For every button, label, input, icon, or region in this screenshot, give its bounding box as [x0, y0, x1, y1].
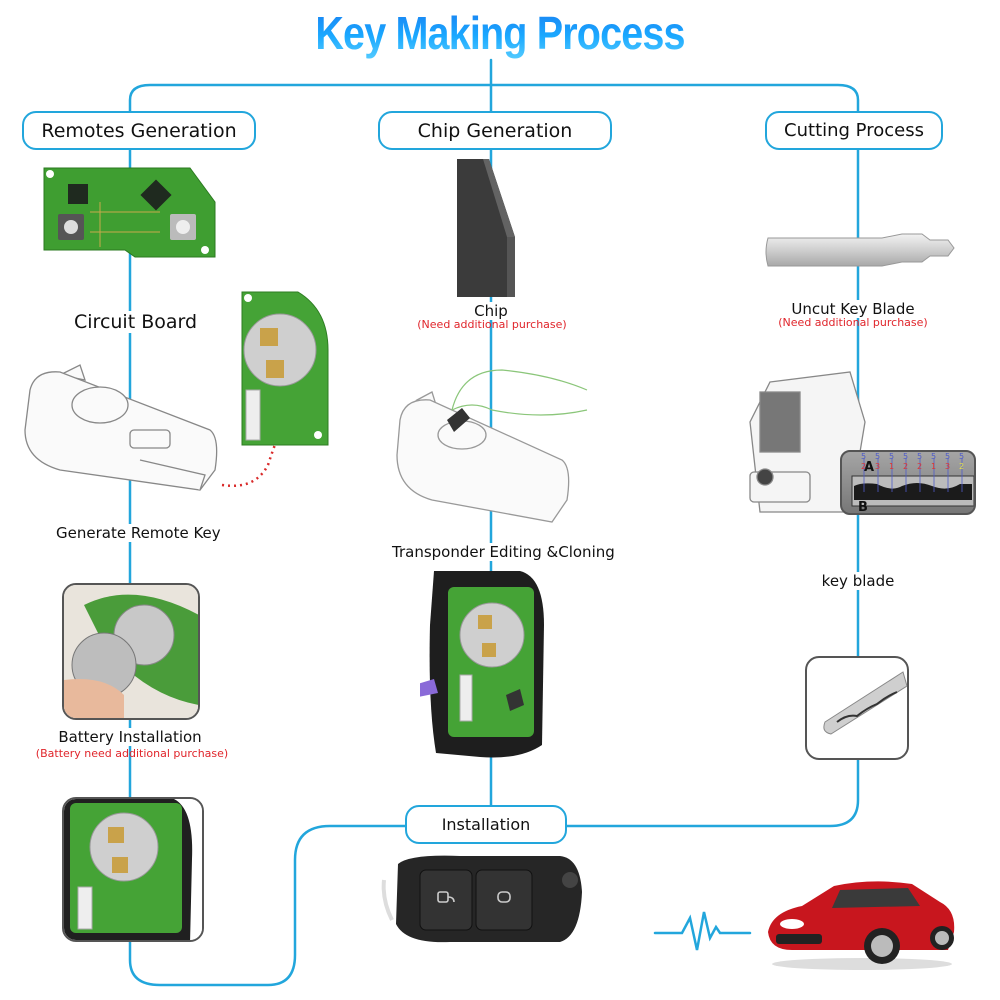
key-cutting-machine-image — [740, 362, 870, 522]
top-branch — [128, 83, 860, 113]
cut-depth-bottom-digit: 3 — [945, 462, 951, 471]
step-label-generate-remote-key: Generate Remote Key — [52, 524, 222, 542]
transponder-chip-image — [455, 157, 525, 297]
key-tool-chip-image — [392, 350, 592, 530]
heading-cutting-process: Cutting Process — [765, 111, 943, 150]
battery-install-frame — [62, 583, 200, 720]
cut-depth-top-digit: 5 — [875, 452, 881, 461]
step-label-battery-installation: Battery Installation — [52, 728, 208, 746]
heading-installation: Installation — [405, 805, 567, 844]
right-trunk — [565, 148, 860, 828]
step-label-circuit-board: Circuit Board — [70, 311, 197, 333]
cut-depth-bottom-digit: 2 — [959, 462, 965, 471]
step-label-key-blade: key blade — [816, 572, 900, 590]
cut-depth-bottom-digit: 3 — [875, 462, 881, 471]
remote-shell-pcb-frame — [62, 797, 204, 942]
note-chip-purchase: (Need additional purchase) — [417, 318, 567, 331]
cut-depth-bottom-digit: 2 — [903, 462, 909, 471]
page-title: Key Making Process — [70, 6, 930, 60]
cut-depth-top-digit: 5 — [903, 452, 909, 461]
key-tool-remote-image — [20, 360, 220, 500]
remote-shell-chip-image — [414, 565, 550, 760]
flip-remote-key-image — [380, 852, 590, 950]
cut-depth-top-digit: 5 — [959, 452, 965, 461]
cut-depth-top-digit: 5 — [861, 452, 867, 461]
step-label-chip: Chip — [460, 302, 522, 320]
step-label-transponder-editing-cloning: Transponder Editing &Cloning — [388, 543, 616, 561]
red-sports-car-image — [762, 876, 958, 972]
profile-marker-a: A — [864, 460, 875, 475]
step-label-uncut-key-blade: Uncut Key Blade — [786, 300, 920, 318]
remote-pcb-image — [238, 290, 330, 450]
cut-depth-top-digit: 5 — [931, 452, 937, 461]
cut-depth-top-digit: 5 — [945, 452, 951, 461]
cut-depth-bottom-digit: 2 — [861, 462, 867, 471]
profile-marker-b: B — [858, 500, 868, 515]
pulse-wave — [653, 911, 752, 951]
cut-depth-top-digit: 5 — [889, 452, 895, 461]
uncut-key-blade-image — [762, 228, 958, 274]
cut-depth-bottom-digit: 1 — [889, 462, 895, 471]
heading-remotes-generation: Remotes Generation — [22, 111, 256, 150]
bottom-left-loop — [128, 824, 407, 987]
note-blade-purchase: (Need additional purchase) — [778, 316, 928, 329]
heading-chip-generation: Chip Generation — [378, 111, 612, 150]
circuit-board-image — [40, 162, 218, 262]
note-battery-purchase: (Battery need additional purchase) — [35, 747, 229, 760]
cut-key-blade-frame — [805, 656, 909, 760]
cut-depth-bottom-digit: 2 — [917, 462, 923, 471]
cut-depth-top-digit: 5 — [917, 452, 923, 461]
cut-depth-bottom-digit: 1 — [931, 462, 937, 471]
